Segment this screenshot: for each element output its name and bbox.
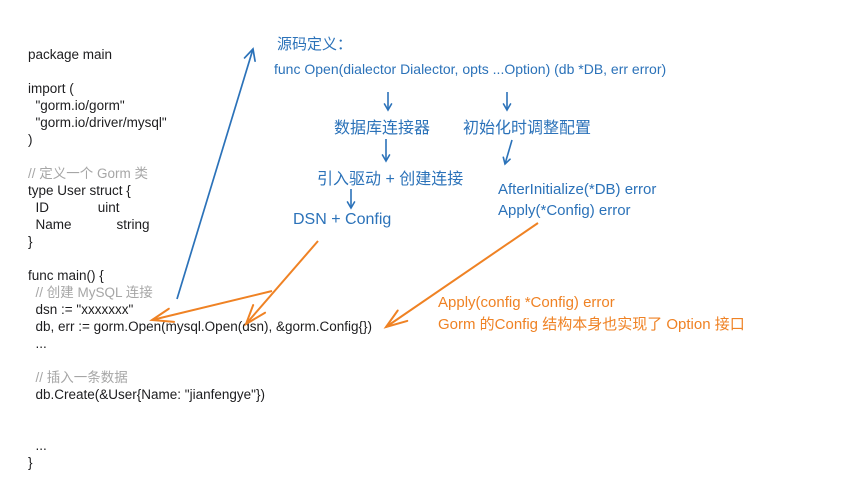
- label-import-driver-create-connection: 引入驱动 + 创建连接: [317, 171, 464, 188]
- code-line: package main: [28, 47, 113, 62]
- source-definition-label: 源码定义：: [277, 36, 353, 53]
- label-apply-impl-signature: Apply(config *Config) error: [438, 294, 615, 311]
- code-line: db, err := gorm.Open(mysql.Open(dsn), &g…: [28, 319, 373, 334]
- open-func-signature: func Open(dialector Dialector, opts ...O…: [274, 61, 667, 77]
- code-line: [28, 148, 372, 165]
- code-line: [28, 420, 372, 437]
- code-comment-line: // 插入一条数据: [28, 370, 128, 385]
- label-afterinitialize-signature: AfterInitialize(*DB) error: [498, 181, 657, 198]
- arrow-init-config-to-afterinit: [502, 139, 513, 166]
- code-line: ...: [28, 336, 47, 351]
- label-init-adjust-config: 初始化时调整配置: [463, 120, 592, 137]
- label-database-connector: 数据库连接器: [334, 120, 431, 137]
- code-block: package main import ( "gorm.io/gorm" "gor…: [28, 46, 372, 471]
- label-dsn-config: DSN + Config: [293, 211, 392, 228]
- code-comment-line: // 创建 MySQL 连接: [28, 285, 153, 300]
- code-line: ID uint: [28, 200, 120, 215]
- code-line: ): [28, 132, 33, 147]
- code-comment-line: // 定义一个 Gorm 类: [28, 166, 149, 181]
- code-line: }: [28, 234, 33, 249]
- code-line: db.Create(&User{Name: "jianfengye"}): [28, 387, 265, 402]
- code-line: func main() {: [28, 268, 104, 283]
- code-line: [28, 352, 372, 369]
- code-line: Name string: [28, 217, 150, 232]
- arrow-apply-to-gorm-config: [386, 222, 539, 327]
- code-line: [28, 403, 372, 420]
- code-line: ...: [28, 438, 47, 453]
- code-line: "gorm.io/gorm": [28, 98, 125, 113]
- label-gorm-config-option-note: Gorm 的Config 结构本身也实现了 Option 接口: [438, 316, 745, 333]
- code-line: "gorm.io/driver/mysql": [28, 115, 167, 130]
- code-line: dsn := "xxxxxxx": [28, 302, 134, 317]
- label-apply-signature: Apply(*Config) error: [498, 202, 631, 219]
- code-line: import (: [28, 81, 74, 96]
- code-line: }: [28, 455, 33, 470]
- code-line: [28, 250, 372, 267]
- code-line: type User struct {: [28, 183, 131, 198]
